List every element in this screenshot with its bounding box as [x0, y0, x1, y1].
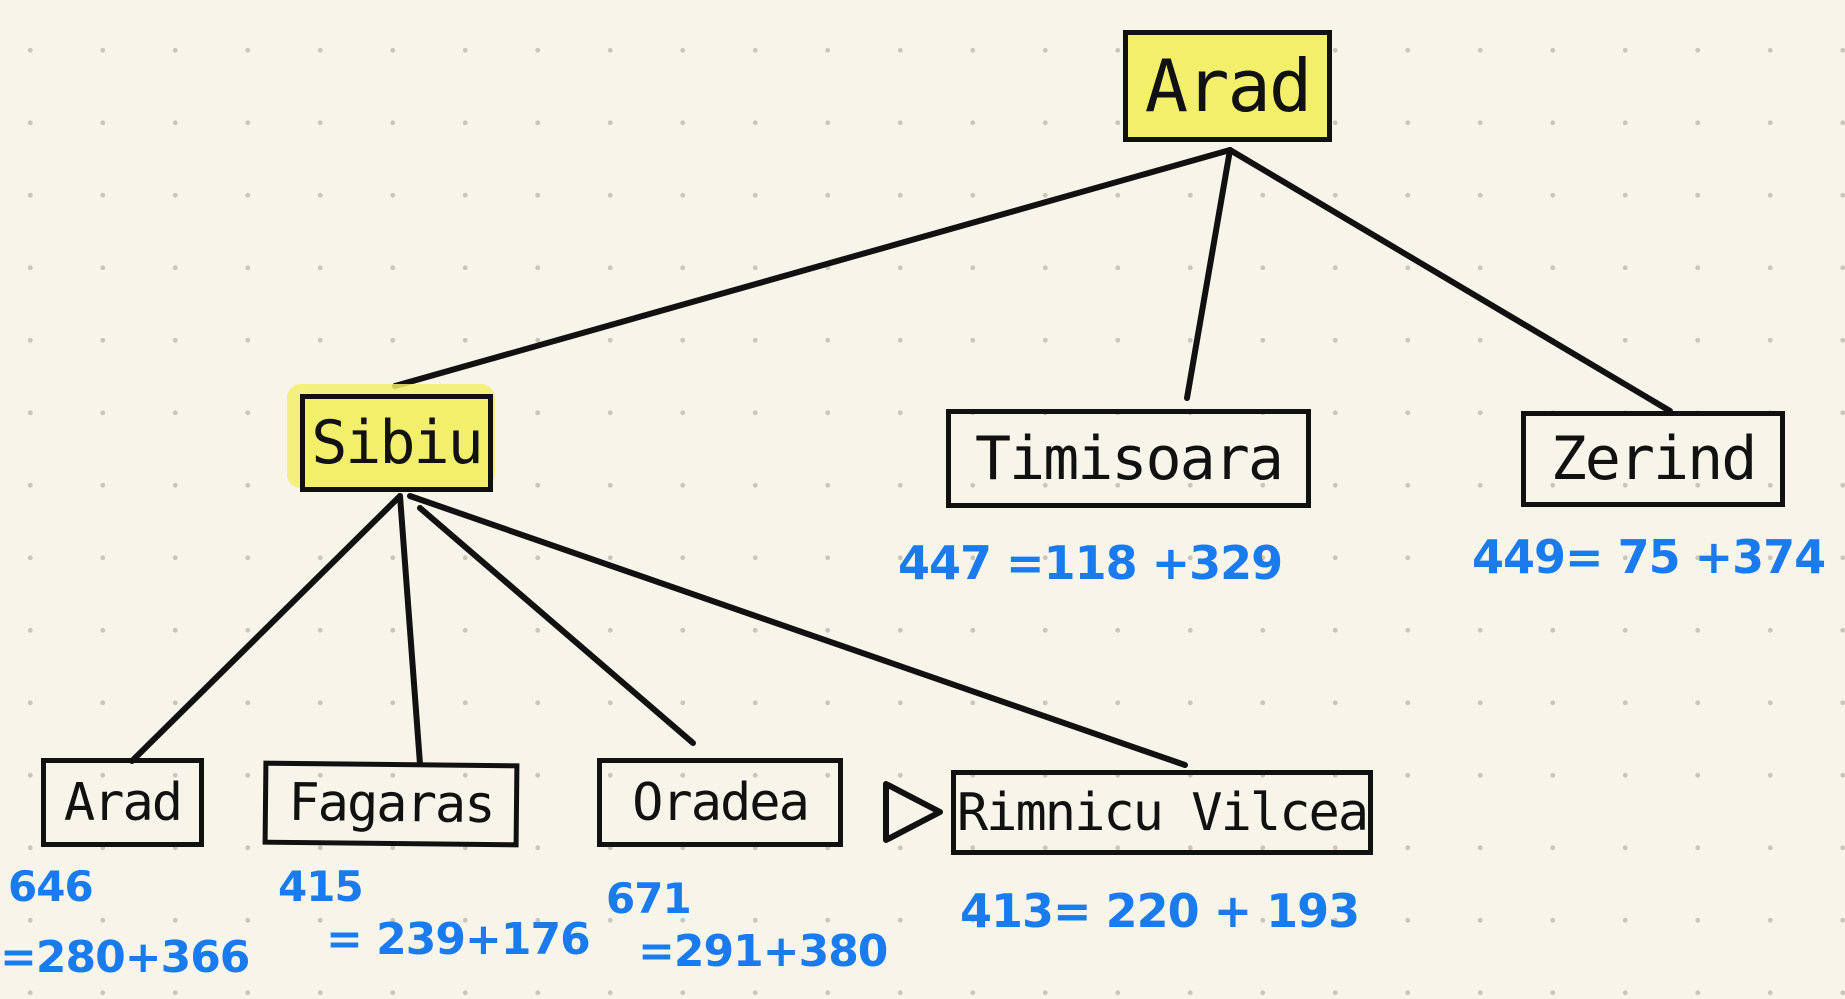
node-timisoara: Timisoara	[946, 409, 1311, 508]
edge-sibiu-rimnicu	[407, 493, 1188, 768]
node-arad-root: Arad	[1123, 30, 1332, 142]
edge-arad-sibiu	[392, 147, 1233, 389]
edge-sibiu-oradea	[417, 505, 696, 746]
cost-zerind: 449= 75 +374	[1472, 530, 1826, 584]
node-zerind: Zerind	[1521, 411, 1785, 507]
node-sibiu: Sibiu	[300, 394, 493, 492]
cost-timisoara: 447 =118 +329	[898, 536, 1283, 590]
cost-rimnicu-vilcea: 413= 220 + 193	[960, 884, 1360, 938]
cost-arad-leaf-sum: =280+366	[0, 932, 250, 983]
node-fagaras: Fagaras	[262, 760, 520, 848]
cost-fagaras-total: 415	[278, 862, 364, 911]
edge-arad-zerind	[1227, 147, 1673, 414]
cost-oradea-sum: =291+380	[638, 926, 888, 977]
next-expansion-triangle-icon	[883, 781, 943, 843]
edge-arad-timisoara	[1184, 147, 1233, 401]
edge-sibiu-arad	[129, 493, 403, 764]
node-oradea: Oradea	[597, 758, 843, 847]
edge-sibiu-fagaras	[397, 493, 423, 767]
cost-oradea-total: 671	[606, 874, 692, 923]
cost-fagaras-sum: = 239+176	[326, 914, 591, 965]
node-rimnicu-vilcea: Rimnicu Vilcea	[951, 770, 1373, 855]
cost-arad-leaf-total: 646	[8, 862, 94, 911]
node-arad-leaf: Arad	[41, 758, 204, 847]
